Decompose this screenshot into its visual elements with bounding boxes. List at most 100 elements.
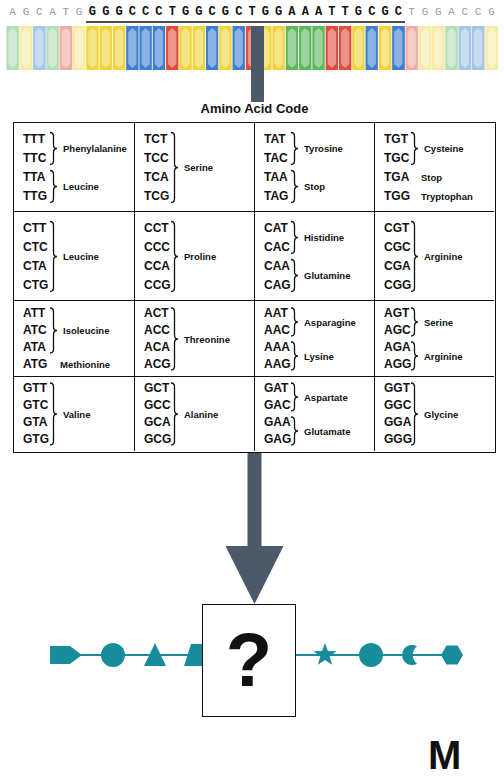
hexagon-bead: [441, 646, 463, 665]
base-column: [365, 26, 378, 70]
curly-brace: [291, 308, 298, 336]
codon: ACC: [144, 322, 170, 339]
amino-acid: Methionine: [60, 356, 110, 373]
amino-acid: Arginine: [424, 247, 463, 266]
base-column: [325, 26, 338, 70]
base-column: [112, 26, 125, 70]
base-peak: [128, 28, 136, 68]
amino-acid: Glutamate: [304, 423, 350, 440]
amino-acid: Phenylalanine: [63, 139, 127, 158]
codon: AGT: [384, 305, 409, 322]
base-bar: [458, 26, 471, 70]
base-bar: [418, 26, 431, 70]
dna-sequence: AGCATG: [9, 5, 89, 19]
base-column: [378, 26, 391, 70]
codon: CCA: [144, 257, 170, 276]
base-separator: [112, 26, 113, 70]
codon: TAA: [264, 168, 288, 187]
curly-brace: [411, 383, 418, 445]
codon: TAG: [264, 187, 288, 206]
dna-sequence: GGGCCCTGGCGCTGGAAATTGCGC: [89, 5, 408, 19]
codon: CGC: [384, 238, 411, 257]
base-peak: [421, 28, 429, 68]
base-bar: [312, 26, 325, 70]
codon: GAA: [264, 414, 291, 431]
base-peak: [487, 28, 495, 68]
amino-acid: Leucine: [63, 247, 99, 266]
base-peak: [354, 28, 362, 68]
base-separator: [218, 26, 219, 70]
base-peak: [88, 28, 96, 68]
codon: AAT: [264, 305, 288, 322]
curly-brace: [411, 222, 418, 292]
question-mark: ?: [203, 605, 295, 716]
codon: ATC: [23, 322, 47, 339]
base-peak: [314, 28, 322, 68]
table-cell: TATTACTAATAGTyrosineStop: [255, 123, 375, 212]
codon: CTG: [23, 276, 48, 295]
curly-brace: [291, 133, 298, 165]
amino-acid: Tryptophan: [421, 187, 473, 206]
codon: ATT: [23, 305, 45, 322]
table-cell: GGTGGCGGAGGGGlycine: [375, 377, 494, 451]
table-cell: CTTCTCCTACTGLeucine: [14, 212, 135, 301]
codon: TCT: [144, 130, 167, 149]
base-bar: [339, 26, 352, 70]
curly-brace: [50, 308, 57, 353]
base-bar: [192, 26, 205, 70]
base-separator: [444, 26, 445, 70]
codon: TAT: [264, 130, 286, 149]
codon: AGG: [384, 356, 411, 373]
codon: CTA: [23, 257, 47, 276]
table-cell: ATTATCATAATGIsoleucineMethionine: [14, 301, 135, 377]
base-separator: [418, 26, 419, 70]
codon: GCA: [144, 414, 171, 431]
base-peak: [394, 28, 402, 68]
base-separator: [85, 26, 86, 70]
base-column: [405, 26, 418, 70]
curly-brace: [50, 133, 57, 165]
base-column: [139, 26, 152, 70]
base-bar: [445, 26, 458, 70]
base-separator: [232, 26, 233, 70]
amino-acid: Leucine: [63, 177, 99, 196]
base-separator: [45, 26, 46, 70]
amino-acid: Proline: [184, 247, 216, 266]
base-bar: [325, 26, 338, 70]
codon: AAC: [264, 322, 290, 339]
codon: TCC: [144, 149, 169, 168]
codon: TGC: [384, 149, 409, 168]
codon: TGG: [384, 187, 410, 206]
base-bar: [86, 26, 99, 70]
table-cell: CCTCCCCCACCGProline: [135, 212, 255, 301]
base-peak: [235, 28, 243, 68]
base-separator: [325, 26, 326, 70]
base-separator: [311, 26, 312, 70]
base-column: [86, 26, 99, 70]
table-cell: AATAACAAAAAGAsparagineLysine: [255, 301, 375, 377]
base-bar: [19, 26, 32, 70]
base-peak: [461, 28, 469, 68]
pointer-bar: [251, 26, 264, 102]
base-peak: [102, 28, 110, 68]
base-peak: [168, 28, 176, 68]
codon: TGA: [384, 168, 409, 187]
codon: CGG: [384, 276, 411, 295]
codon: CTC: [23, 238, 48, 257]
base-column: [219, 26, 232, 70]
base-peak: [142, 28, 150, 68]
base-separator: [165, 26, 166, 70]
base-separator: [59, 26, 60, 70]
base-bar: [73, 26, 86, 70]
base-column: [179, 26, 192, 70]
base-column: [285, 26, 298, 70]
curly-brace: [291, 171, 298, 203]
codon: GCT: [144, 380, 169, 397]
codon: CCG: [144, 276, 171, 295]
codon: GCG: [144, 431, 171, 448]
codon: GAT: [264, 380, 288, 397]
table-title: Amino Acid Code: [14, 101, 495, 117]
table-cell: CGTCGCCGACGGArginine: [375, 212, 494, 301]
base-column: [445, 26, 458, 70]
